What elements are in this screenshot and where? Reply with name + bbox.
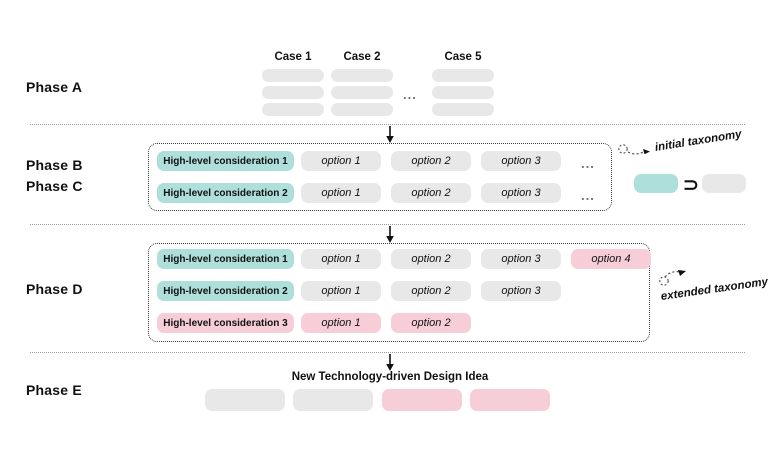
phase-bc-row-1-consideration[interactable]: High-level consideration 1 [157, 151, 294, 171]
phase-label-e: Phase E [26, 382, 82, 398]
phase-bc-row-2-consideration[interactable]: High-level consideration 2 [157, 183, 294, 203]
phase-bc-row-1-ellipsis: ... [581, 156, 595, 171]
case-label-1: Case 1 [274, 51, 312, 63]
phase-bc-group-box [148, 143, 612, 211]
case-label-5: Case 5 [444, 51, 482, 63]
phase-d-row-1-option-4[interactable]: option 4 [571, 249, 651, 269]
phase-d-group-box [148, 243, 650, 342]
phase-d-row-1-option-3[interactable]: option 3 [481, 249, 561, 269]
case-5-item-pill [432, 103, 494, 116]
arrow-phase-c-to-d [386, 226, 394, 243]
phase-e-pill-4 [470, 389, 550, 411]
phase-d-row-2-consideration[interactable]: High-level consideration 2 [157, 281, 294, 301]
case-1-item-pill [262, 103, 324, 116]
phase-d-row-3-consideration[interactable]: High-level consideration 3 [157, 313, 294, 333]
case-1-item-pill [262, 69, 324, 82]
phase-bc-row-1-option-3[interactable]: option 3 [481, 151, 561, 171]
case-2-item-pill [331, 86, 393, 99]
phase-bc-row-2-option-2[interactable]: option 2 [391, 183, 471, 203]
case-label-2: Case 2 [343, 51, 381, 63]
phase-d-row-2-option-3[interactable]: option 3 [481, 281, 561, 301]
phase-label-c: Phase C [26, 178, 83, 194]
phase-d-row-2-option-1[interactable]: option 1 [301, 281, 381, 301]
case-5-item-pill [432, 86, 494, 99]
legend-superset-symbol: ⊃ [683, 175, 699, 196]
phase-d-row-2-option-2[interactable]: option 2 [391, 281, 471, 301]
phase-d-row-1-option-2[interactable]: option 2 [391, 249, 471, 269]
phase-label-d: Phase D [26, 281, 83, 297]
phase-e-pill-3 [382, 389, 462, 411]
initial-taxonomy-label: initial taxonomy [654, 128, 743, 154]
arrow-phase-a-to-b [386, 126, 394, 143]
phase-bc-row-2-ellipsis: ... [581, 188, 595, 203]
case-2-item-pill [331, 103, 393, 116]
legend-gray-pill [702, 174, 746, 193]
phase-e-pill-2 [293, 389, 373, 411]
divider-phase-c-d [30, 224, 745, 225]
phase-bc-row-2-option-3[interactable]: option 3 [481, 183, 561, 203]
extended-taxonomy-callout-arrow [659, 270, 686, 286]
phase-d-row-3-option-2[interactable]: option 2 [391, 313, 471, 333]
phase-bc-row-2-option-1[interactable]: option 1 [301, 183, 381, 203]
phase-d-row-3-option-1[interactable]: option 1 [301, 313, 381, 333]
phase-a-ellipsis: ... [403, 87, 417, 102]
case-2-item-pill [331, 69, 393, 82]
phase-d-row-1-consideration[interactable]: High-level consideration 1 [157, 249, 294, 269]
phase-e-caption: New Technology-driven Design Idea [291, 371, 489, 383]
phase-e-pill-1 [205, 389, 285, 411]
phase-bc-row-1-option-1[interactable]: option 1 [301, 151, 381, 171]
phase-label-a: Phase A [26, 79, 83, 95]
phase-d-row-1-option-1[interactable]: option 1 [301, 249, 381, 269]
divider-phase-a-b [30, 124, 745, 125]
phase-label-b: Phase B [26, 157, 83, 173]
phase-bc-row-1-option-2[interactable]: option 2 [391, 151, 471, 171]
case-1-item-pill [262, 86, 324, 99]
arrow-phase-d-to-e [386, 354, 394, 371]
divider-phase-d-e [30, 352, 745, 353]
legend-teal-pill [634, 174, 678, 193]
case-5-item-pill [432, 69, 494, 82]
initial-taxonomy-callout-arrow [618, 144, 650, 155]
